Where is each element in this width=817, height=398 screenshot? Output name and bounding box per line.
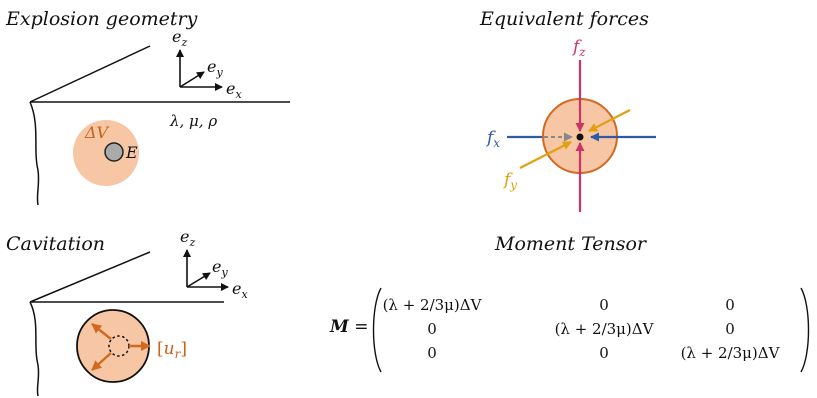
explosion-source [104, 142, 124, 162]
fy-arrow-lower [519, 141, 572, 169]
matrix-cell-23: 0 [725, 320, 735, 338]
cavitation-ground-surface [29, 251, 224, 303]
matrix-cell-12: 0 [599, 296, 609, 314]
volume-change-label: ΔV [84, 123, 110, 142]
ground-boundary-curve [29, 101, 40, 206]
equals-sign: = [354, 317, 369, 337]
left-paren [372, 287, 382, 373]
moment-tensor-matrix: M = (λ + 2/3μ)ΔV 0 0 0 (λ + 2/3μ)ΔV 0 0 … [330, 287, 810, 373]
matrix-cell-32: 0 [599, 344, 609, 362]
axis-y-label: ey [207, 57, 223, 79]
cav-axis-x-label: ex [232, 279, 248, 301]
source-label: E [125, 143, 138, 162]
matrix-cell-31: 0 [427, 344, 437, 362]
matrix-cell-33: (λ + 2/3μ)ΔV [680, 344, 780, 362]
cav-axis-y-label: ey [212, 257, 228, 279]
axis-z-label: ez [172, 27, 187, 49]
matrix-cell-11: (λ + 2/3μ)ΔV [382, 296, 482, 314]
moment-tensor-lhs: M = [330, 317, 368, 337]
fy-arrow-upper [588, 109, 631, 132]
disp-arrow-upper-left [91, 323, 112, 340]
axis-x-label: ex [226, 79, 242, 101]
fy-label: fy [502, 170, 517, 192]
forces-title: Equivalent forces [480, 8, 649, 30]
equivalent-forces-panel: fz fx fy [485, 37, 656, 212]
cavitation-panel: ez ey ex [ur] [29, 227, 248, 397]
moment-tensor-title: Moment Tensor [495, 233, 647, 255]
cav-axis-y-arrow [186, 272, 211, 288]
moment-tensor-symbol: M [330, 317, 349, 337]
right-paren [800, 287, 810, 373]
matrix-cell-22: (λ + 2/3μ)ΔV [554, 320, 654, 338]
disp-arrow-lower-left [91, 352, 112, 371]
cavitation-ground-curve [29, 301, 40, 397]
cavitation-title: Cavitation [6, 233, 106, 255]
force-center-dot [576, 133, 584, 141]
axis-y-arrow [179, 71, 205, 88]
material-params-label: λ, μ, ρ [169, 112, 217, 130]
fx-label: fx [485, 128, 500, 150]
displacement-label: [ur] [157, 339, 187, 361]
matrix-cell-13: 0 [725, 296, 735, 314]
matrix-cell-21: 0 [427, 320, 437, 338]
cav-axis-z-label: ez [180, 227, 195, 249]
ground-surface [29, 45, 290, 103]
explosion-title: Explosion geometry [6, 8, 198, 30]
explosion-geometry-panel: ez ey ex λ, μ, ρ ΔV E [29, 27, 290, 206]
fz-label: fz [571, 37, 586, 59]
